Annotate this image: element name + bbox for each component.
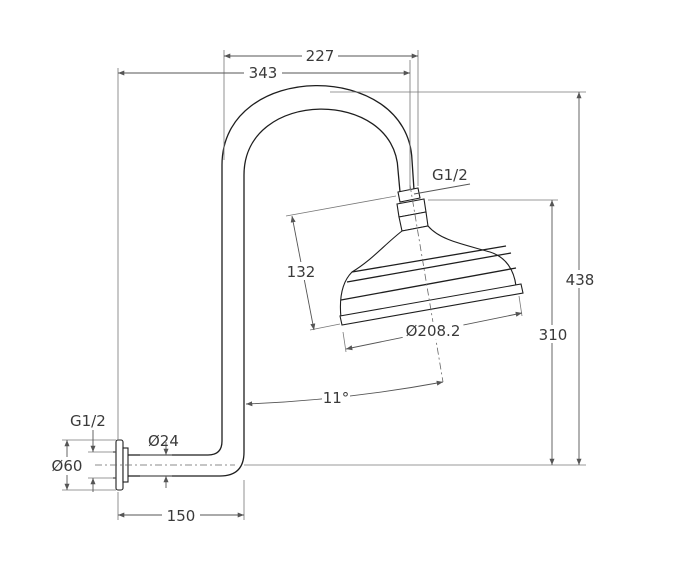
dim-label-132: 132 [287,263,316,281]
dim-label-top-thread: G1/2 [432,166,468,184]
dim-label-150: 150 [167,507,196,525]
dimension-132: 132 [284,215,318,331]
dimension-310: 310 [536,200,570,465]
dim-label-208: Ø208.2 [406,322,461,340]
dimension-227: 227 [224,46,418,65]
dim-label-angle: 11° [323,389,350,407]
shower-head [339,225,524,326]
dimension-150: 150 [118,506,244,525]
dimension-438: 438 [563,92,597,465]
dimension-wall-thread: G1/2 [70,412,106,492]
centre-lines [95,184,444,466]
dim-label-flange: Ø60 [52,457,83,475]
dimension-208: Ø208.2 [345,311,523,351]
dim-label-343: 343 [249,64,278,82]
dim-label-pipe: Ø24 [148,432,179,450]
dimension-flange: Ø60 [48,440,88,490]
dim-label-wall-thread: G1/2 [70,412,106,430]
dimension-top-thread: G1/2 [413,166,471,195]
dim-label-438: 438 [566,271,595,289]
dimension-angle: 11° [245,380,444,407]
dim-label-310: 310 [539,326,568,344]
dimension-343: 343 [118,63,410,82]
shower-arm [128,84,415,477]
dimension-pipe: Ø24 [148,432,179,488]
dim-label-227: 227 [306,47,335,65]
swivel-connector [396,187,429,232]
